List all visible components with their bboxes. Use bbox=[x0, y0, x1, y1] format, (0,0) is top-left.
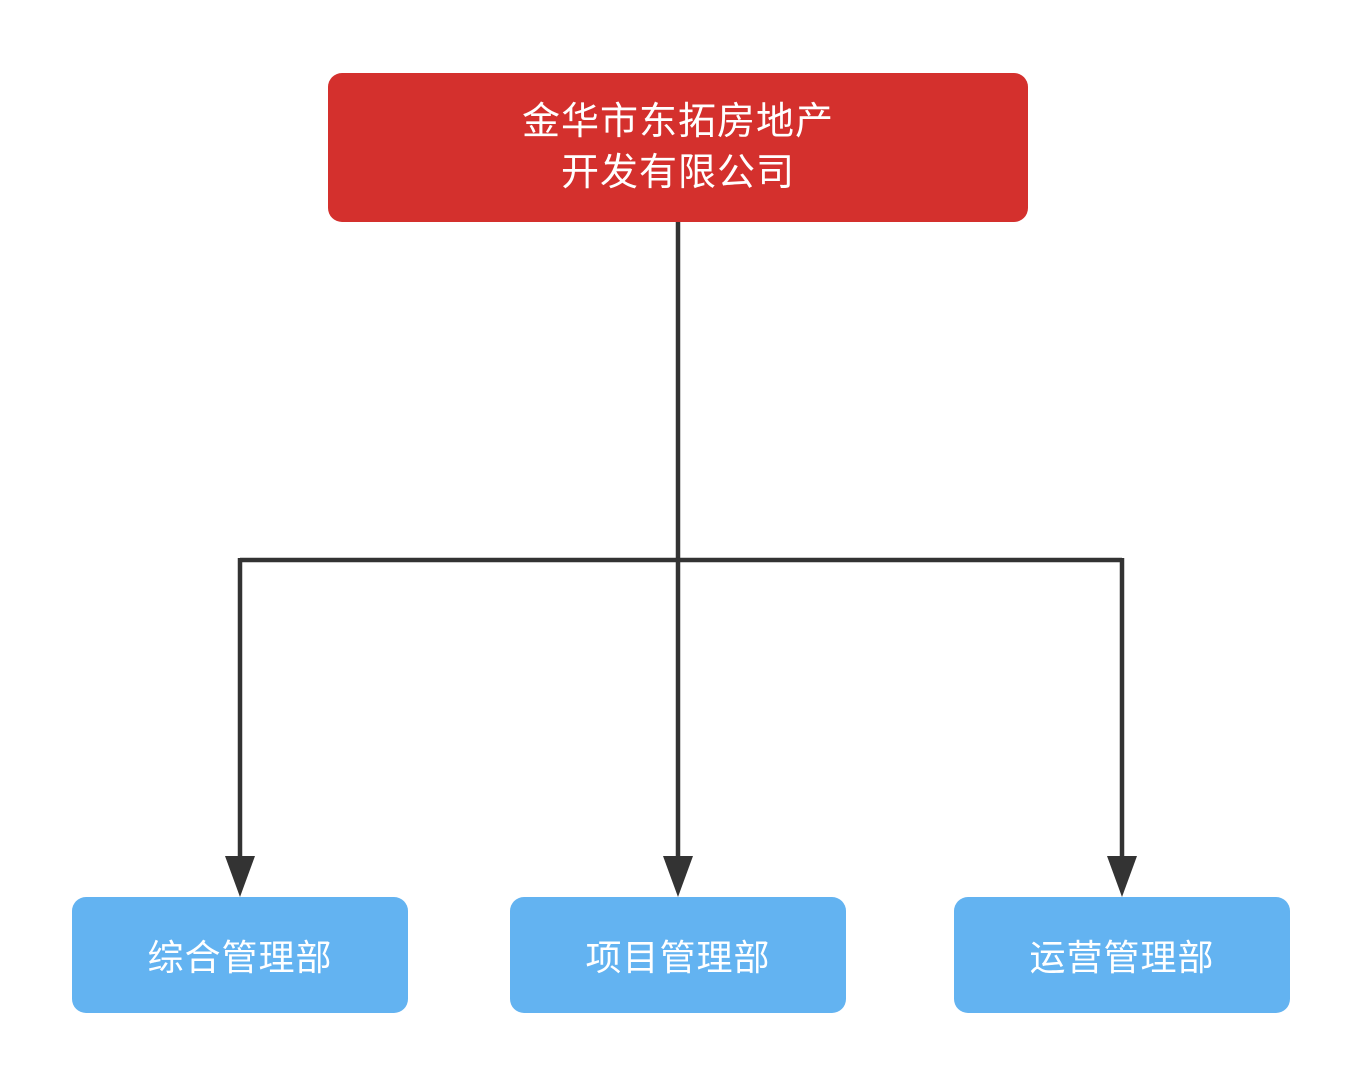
org-node-company-label-line2: 开发有限公司 bbox=[560, 151, 795, 194]
org-node-dept-operations-management: 运营管理部 bbox=[954, 897, 1290, 1013]
arrowhead-group bbox=[225, 856, 1137, 897]
org-node-company: 金华市东拓房地产 开发有限公司 bbox=[328, 73, 1028, 222]
org-node-dept-project-management: 项目管理部 bbox=[510, 897, 846, 1013]
org-node-dept-label: 综合管理部 bbox=[147, 937, 333, 978]
arrowhead-down-icon bbox=[663, 856, 693, 897]
org-node-dept-label: 运营管理部 bbox=[1029, 937, 1215, 978]
arrowhead-down-icon bbox=[225, 856, 255, 897]
org-node-company-label-line1: 金华市东拓房地产 bbox=[521, 101, 834, 144]
connector-stroke-group bbox=[237, 222, 1125, 862]
org-node-dept-general-management: 综合管理部 bbox=[72, 897, 408, 1013]
arrowhead-down-icon bbox=[1107, 856, 1137, 897]
org-node-dept-label: 项目管理部 bbox=[585, 937, 771, 978]
